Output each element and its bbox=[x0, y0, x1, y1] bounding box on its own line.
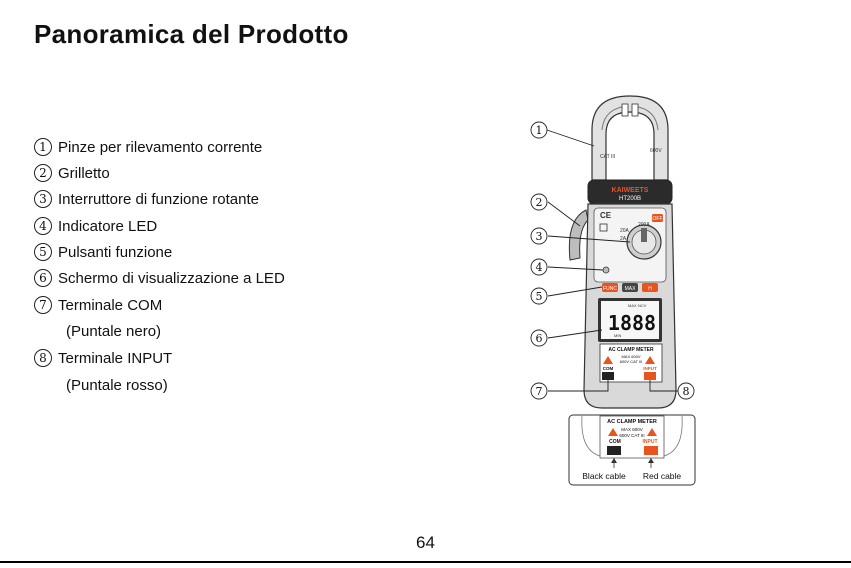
detail-cat-rating: 600V CAT III bbox=[619, 433, 644, 438]
input-terminal bbox=[644, 372, 656, 380]
lcd-digits: 1888 bbox=[608, 311, 656, 335]
legend-number: 6 bbox=[34, 269, 52, 287]
clamp-jaws bbox=[591, 95, 669, 181]
legend-number: 5 bbox=[34, 243, 52, 261]
max-label: MAX bbox=[625, 286, 637, 292]
legend-text: Terminale COM bbox=[58, 296, 163, 314]
legend-text: Indicatore LED bbox=[58, 217, 158, 235]
legend-text: Pinze per rilevamento corrente bbox=[58, 138, 263, 156]
hold-label: H bbox=[648, 286, 652, 292]
legend-subtext: (Puntale rosso) bbox=[66, 376, 168, 394]
range-200a: 200A bbox=[638, 222, 650, 228]
range-2a: 2A bbox=[620, 236, 627, 242]
max-button bbox=[622, 283, 638, 292]
legend-item: 8 Terminale INPUT bbox=[34, 347, 172, 369]
svg-text:CE: CE bbox=[600, 211, 612, 220]
legend-number: 2 bbox=[34, 164, 52, 182]
legend-text: Schermo di visualizzazione a LED bbox=[58, 269, 285, 287]
legend-text: Terminale INPUT bbox=[58, 349, 173, 367]
legend-item: 3 Interruttore di funzione rotante bbox=[34, 188, 259, 210]
lcd-max: MAX bbox=[628, 303, 637, 308]
func-button bbox=[602, 283, 618, 292]
callout-number: 3 bbox=[536, 230, 543, 243]
red-cable-label: Red cable bbox=[643, 471, 682, 481]
panel-max-rating: MAX 600V bbox=[621, 354, 640, 359]
detail-com-label: COM bbox=[609, 439, 621, 445]
callout-number: 5 bbox=[536, 290, 543, 303]
func-label: FUNC bbox=[603, 286, 617, 292]
legend-item: 1 Pinze per rilevamento corrente bbox=[34, 136, 262, 158]
led-indicator bbox=[602, 266, 610, 274]
off-label: OFF bbox=[653, 216, 663, 222]
panel-cat-rating: 600V CAT III bbox=[620, 359, 643, 364]
legend-text: Grilletto bbox=[58, 164, 110, 182]
legend-number: 4 bbox=[34, 217, 52, 235]
detail-max-rating: MAX 600V bbox=[621, 427, 643, 432]
hold-button bbox=[642, 283, 658, 292]
legend-item: 2 Grilletto bbox=[34, 162, 110, 184]
trigger bbox=[568, 209, 589, 261]
panel-input-label: INPUT bbox=[643, 366, 657, 371]
callout-number: 4 bbox=[536, 261, 543, 274]
page-number: 64 bbox=[416, 533, 435, 552]
legend-text: Interruttore di funzione rotante bbox=[58, 190, 259, 208]
off-indicator bbox=[652, 214, 663, 222]
model-label: HT200B bbox=[619, 196, 641, 202]
legend-item: 7 Terminale COM bbox=[34, 294, 162, 316]
legend-number: 8 bbox=[34, 349, 52, 367]
legend-item: 5 Pulsanti funzione bbox=[34, 241, 172, 263]
legend-number: 1 bbox=[34, 138, 52, 156]
legend-subtext: (Puntale nero) bbox=[66, 322, 162, 340]
footer-rule bbox=[0, 561, 851, 563]
callout-number: 7 bbox=[536, 385, 543, 398]
callout-number: 6 bbox=[536, 332, 543, 345]
lcd-ncv: NCV bbox=[638, 303, 647, 308]
detail-panel-title: AC CLAMP METER bbox=[607, 419, 657, 425]
black-cable-label: Black cable bbox=[582, 471, 626, 481]
legend-text: Pulsanti funzione bbox=[58, 243, 173, 261]
page-title: Panoramica del Prodotto bbox=[34, 19, 349, 49]
com-terminal bbox=[602, 372, 614, 380]
legend-number: 7 bbox=[34, 296, 52, 314]
panel-com-label: COM bbox=[603, 366, 614, 371]
callout-number: 2 bbox=[536, 196, 543, 209]
panel-title: AC CLAMP METER bbox=[608, 347, 654, 353]
jaw-cat-label: CAT III bbox=[600, 154, 615, 160]
legend-number: 3 bbox=[34, 190, 52, 208]
brand-logo: KAIWEETS bbox=[612, 187, 649, 194]
jaw-cat-value: 600V bbox=[650, 148, 662, 154]
detail-input-label: INPUT bbox=[643, 439, 658, 445]
callout-number: 8 bbox=[683, 385, 690, 398]
range-20a: 20A bbox=[620, 228, 630, 234]
legend-item: 6 Schermo di visualizzazione a LED bbox=[34, 267, 285, 289]
clamp-meter-diagram: CAT III 600V KAIWEETS HT200B OFF 200A 20… bbox=[530, 95, 696, 486]
lcd-min: MIN bbox=[614, 333, 621, 338]
legend-item: 4 Indicatore LED bbox=[34, 215, 157, 237]
callout-number: 1 bbox=[536, 124, 543, 137]
